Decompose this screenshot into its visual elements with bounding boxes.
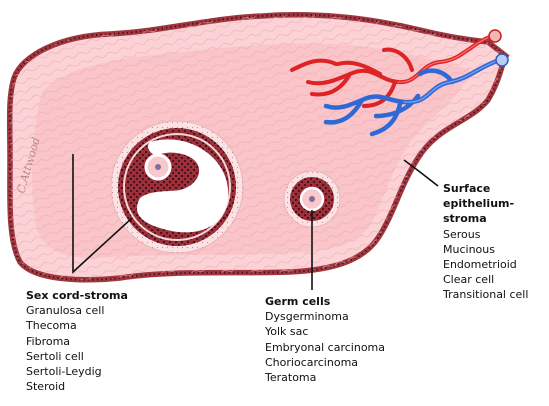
- follicle-antrum: [136, 139, 229, 233]
- sex-cord-item: Sertoli cell: [26, 349, 84, 363]
- sex-cord-heading: Sex cord-stroma: [26, 289, 128, 302]
- surface-item: Mucinous: [443, 242, 495, 256]
- label-germ-cells: Germ cells Dysgerminoma Yolk sac Embryon…: [265, 294, 385, 385]
- label-surface-epithelium-stroma: Surface epithelium- stroma Serous Mucino…: [443, 181, 528, 303]
- leader-surface: [403, 159, 439, 187]
- mature-follicle: [110, 120, 244, 254]
- leader-lines: [72, 154, 439, 290]
- leader-sex-cord: [72, 154, 133, 274]
- blood-vessels: [290, 29, 509, 137]
- surface-heading: stroma: [443, 212, 487, 226]
- sex-cord-item: Sertoli-Leydig: [26, 365, 102, 379]
- germ-item: Choriocarcinoma: [265, 355, 359, 369]
- germ-item: Yolk sac: [265, 325, 309, 339]
- surface-heading: Surface: [443, 182, 491, 195]
- germ-item: Embryonal carcinoma: [265, 340, 386, 354]
- germ-heading: Germ cells: [265, 295, 331, 308]
- surface-item: Transitional cell: [443, 288, 529, 302]
- surface-item: Clear cell: [443, 273, 495, 287]
- surface-item: Serous: [443, 227, 481, 241]
- germ-item: Dysgerminoma: [265, 310, 349, 324]
- germ-item: Teratoma: [265, 371, 317, 385]
- sex-cord-item: Steroid: [26, 380, 66, 394]
- label-sex-cord-stroma: Sex cord-stroma Granulosa cell Thecoma F…: [26, 288, 128, 394]
- surface-heading: epithelium-: [443, 197, 515, 211]
- sex-cord-item: Thecoma: [26, 319, 77, 333]
- sex-cord-item: Fibroma: [26, 334, 71, 348]
- primordial-follicle: [283, 170, 341, 228]
- sex-cord-item: Granulosa cell: [26, 304, 105, 318]
- surface-item: Endometrioid: [443, 258, 517, 272]
